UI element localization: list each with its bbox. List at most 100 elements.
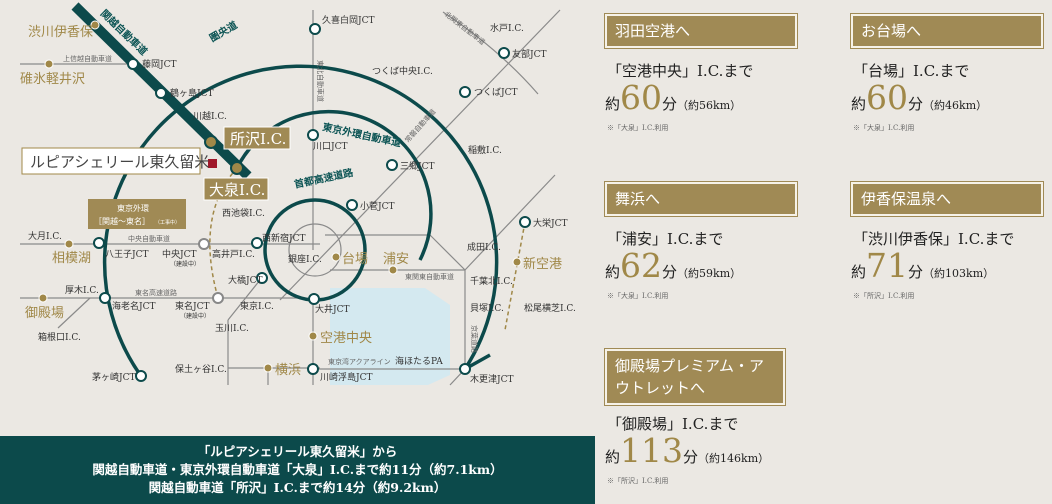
prefix: 約 xyxy=(851,263,867,281)
tokorozawa-label: 所沢I.C. xyxy=(230,130,286,148)
card-time: 約71分（約103km） xyxy=(851,249,1043,291)
card-note: ※「所沢」I.C.利用 xyxy=(853,292,915,300)
ic-label: 中央JCT xyxy=(162,248,197,260)
note-text: 東京外環 xyxy=(117,203,149,213)
card-maihama: 舞浜へ 「浦安」I.C.まで 約62分（約59km） ※「大泉」I.C.利用 xyxy=(604,181,798,301)
gold-markers xyxy=(38,20,522,373)
ic-label: 大橋JCT xyxy=(228,274,263,286)
ic-labels: 藤岡JCT 鶴ヶ島JCT 川越I.C. 久喜白岡JCT つくば中央I.C. つく… xyxy=(28,14,576,385)
ic-label: 大井JCT xyxy=(315,303,350,315)
road-label: 東名高速道路 xyxy=(135,288,177,297)
ic-label: （建設中） xyxy=(180,312,210,320)
ic-label: 松尾横芝I.C. xyxy=(524,302,576,314)
card-time: 約62分（約59km） xyxy=(605,249,797,291)
prefix: 約 xyxy=(851,95,867,113)
access-banner: 「ルピアシェリール東久留米」から 関越自動車道・東京外環自動車道「大泉」I.C.… xyxy=(0,436,595,504)
ic-label: 川口JCT xyxy=(313,142,348,152)
card-odaiba: お台場へ 「台場」I.C.まで 約60分（約46km） ※「大泉」I.C.利用 xyxy=(850,13,1044,133)
ic-label: 鶴ヶ島JCT xyxy=(170,87,214,99)
prefix: 約 xyxy=(605,448,621,466)
ic-label: 厚木I.C. xyxy=(65,284,99,296)
ic-label: 川崎浮島JCT xyxy=(320,371,373,383)
distance: （約56km） xyxy=(677,99,742,112)
banner-line: 「ルピアシェリール東久留米」から xyxy=(197,444,398,459)
ic-label: 大栄JCT xyxy=(533,217,568,229)
card-title: 御殿場プレミアム・アウトレットへ xyxy=(604,348,786,406)
distance: （約46km） xyxy=(923,99,988,112)
card-destination: 「渋川伊香保」I.C.まで xyxy=(853,230,1015,248)
ic-label: 小菅JCT xyxy=(360,200,395,212)
ic-label: 川越I.C. xyxy=(193,110,227,122)
road-label: 首都高速道路 xyxy=(293,166,355,191)
place-label: 相模湖 xyxy=(52,251,91,266)
card-haneda: 羽田空港へ 「空港中央」I.C.まで 約60分（約56km） ※「大泉」I.C.… xyxy=(604,13,798,133)
minutes: 71 xyxy=(866,246,909,285)
unit: 分 xyxy=(683,448,699,466)
distance: （約59km） xyxy=(677,267,742,280)
place-label: 渋川伊香保 xyxy=(28,25,93,40)
ic-label: 海ほたるPA xyxy=(395,355,443,367)
ic-label: 保土ヶ谷I.C. xyxy=(175,363,227,375)
road-label: 中央自動車道 xyxy=(128,234,170,243)
banner-line: 関越自動車道「所沢」I.C.まで約14分（約9.2km） xyxy=(148,480,447,495)
gaikan-construction-note: 東京外環 ［関越～東名］ （工事中） xyxy=(88,199,186,229)
property-callout: ルピアシェリール東久留米 xyxy=(21,147,209,175)
minutes: 113 xyxy=(620,431,684,470)
card-destination: 「空港中央」I.C.まで xyxy=(607,62,754,80)
ic-label: 高井戸I.C. xyxy=(212,248,255,260)
ic-label: 西池袋I.C. xyxy=(222,207,265,219)
card-time: 約113分（約146km） xyxy=(605,434,797,476)
ic-label: 玉川I.C. xyxy=(215,323,249,334)
ic-label: 茅ヶ崎JCT xyxy=(92,371,136,383)
distance: （約103km） xyxy=(923,267,995,280)
ic-label: 水戸I.C. xyxy=(490,22,524,34)
ic-label: 藤岡JCT xyxy=(142,58,177,70)
place-label: 浦安 xyxy=(383,252,409,267)
card-title: 羽田空港へ xyxy=(604,13,798,49)
note-text: ［関越～東名］ xyxy=(94,216,150,226)
road-label: 東関東自動車道 xyxy=(405,272,454,281)
card-destination: 「台場」I.C.まで xyxy=(853,62,970,80)
place-label: 空港中央 xyxy=(320,331,372,346)
place-label: 碓氷軽井沢 xyxy=(20,72,85,87)
ic-label: 稲敷I.C. xyxy=(468,144,502,156)
road-label: 上信越自動車道 xyxy=(63,54,112,63)
ic-label: 友部JCT xyxy=(512,48,547,60)
ic-label: 海老名JCT xyxy=(112,300,156,312)
prefix: 約 xyxy=(605,263,621,281)
gold-place-labels: 渋川伊香保 碓氷軽井沢 相模湖 御殿場 台場 浦安 新空港 空港中央 横浜 xyxy=(20,25,562,378)
ic-label: つくば中央I.C. xyxy=(372,65,433,77)
place-label: 台場 xyxy=(342,252,368,267)
ic-label: 箱根口I.C. xyxy=(38,331,81,343)
unit: 分 xyxy=(908,95,924,113)
place-label: 新空港 xyxy=(523,256,562,272)
card-time: 約60分（約56km） xyxy=(605,81,797,123)
card-gotemba: 御殿場プレミアム・アウトレットへ 「御殿場」I.C.まで 約113分（約146k… xyxy=(604,348,797,486)
ic-label: 東京I.C. xyxy=(240,300,274,312)
ic-label: つくばJCT xyxy=(474,87,518,98)
note-text: （工事中） xyxy=(155,219,180,226)
expressway-map: 渋川伊香保 碓氷軽井沢 相模湖 御殿場 台場 浦安 新空港 空港中央 横浜 関越… xyxy=(20,2,576,386)
property-name: ルピアシェリール東久留米 xyxy=(30,153,209,171)
card-note: ※「所沢」I.C.利用 xyxy=(607,477,669,485)
property-marker xyxy=(208,159,217,168)
prefix: 約 xyxy=(605,95,621,113)
road-label: 東京湾アクアライン xyxy=(328,357,391,366)
card-note: ※「大泉」I.C.利用 xyxy=(607,124,669,132)
unit: 分 xyxy=(662,263,678,281)
minutes: 60 xyxy=(620,78,663,117)
road-label: 北関東自動車道 xyxy=(443,9,487,46)
road-label: 圏央道 xyxy=(207,18,239,44)
ic-label: （建設中） xyxy=(170,260,200,268)
minutes: 60 xyxy=(866,78,909,117)
road-label: 東北自動車道 xyxy=(316,60,325,102)
ic-label: 大月I.C. xyxy=(28,230,62,242)
unit: 分 xyxy=(662,95,678,113)
ic-label: 千葉北I.C. xyxy=(470,275,513,287)
place-label: 横浜 xyxy=(275,363,301,378)
ic-label: 木更津JCT xyxy=(470,373,514,385)
card-ikaho: 伊香保温泉へ 「渋川伊香保」I.C.まで 約71分（約103km） ※「所沢」I… xyxy=(850,181,1044,301)
card-title: 舞浜へ xyxy=(604,181,798,217)
oizumi-ic-tag: 大泉I.C. xyxy=(203,177,269,201)
distance: （約146km） xyxy=(698,452,770,465)
